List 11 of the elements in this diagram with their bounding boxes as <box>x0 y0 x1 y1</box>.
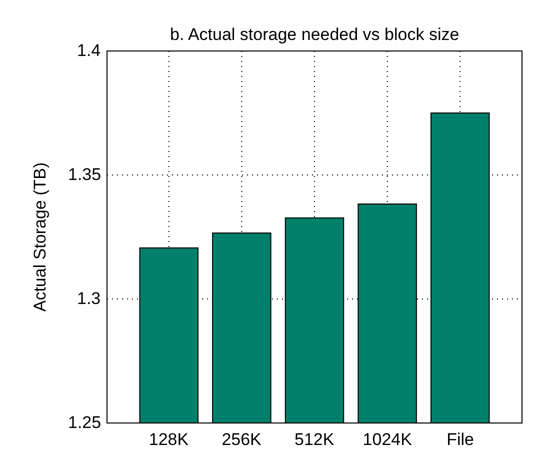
tick-label: 128K <box>148 430 189 450</box>
tick-label: 1024K <box>362 430 412 450</box>
chart-title: b. Actual storage needed vs block size <box>170 25 460 45</box>
tick-label: File <box>446 430 474 450</box>
tick-label: 1.4 <box>77 41 101 61</box>
tick-label: 512K <box>294 430 334 450</box>
tick-label: 1.25 <box>68 413 102 433</box>
axis-title: Actual Storage (TB) <box>30 162 50 312</box>
tick-label: 256K <box>222 430 262 450</box>
tick-label: 1.35 <box>68 165 102 185</box>
tick-label: 1.3 <box>77 289 101 309</box>
